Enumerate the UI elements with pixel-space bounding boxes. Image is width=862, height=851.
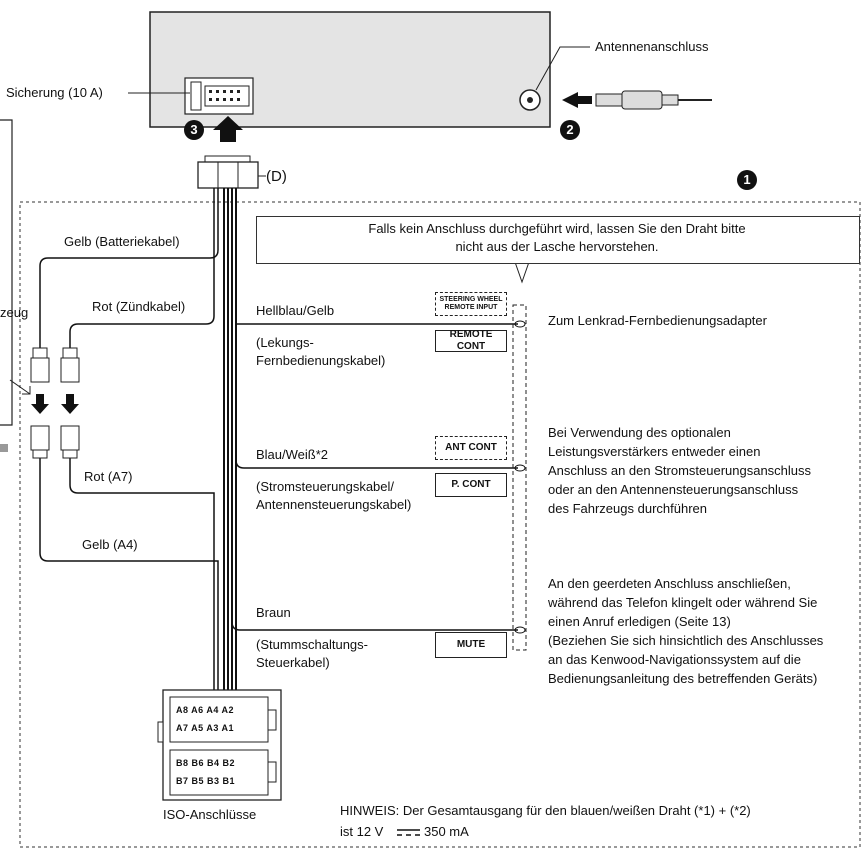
- fuse-label: Sicherung (10 A): [6, 85, 103, 100]
- connector-d: [197, 161, 259, 189]
- mute-cable-label-2: Steuerkabel): [256, 655, 330, 670]
- down-arrow-icon: [61, 394, 79, 414]
- steering-wheel-tag: STEERING WHEEL REMOTE INPUT: [435, 292, 507, 316]
- lightblue-yellow-label: Hellblau/Gelb: [256, 303, 335, 318]
- step-badge-two: 2: [560, 120, 580, 140]
- hint-line-2-post: 350 mA: [424, 824, 469, 839]
- partial-label: zeug: [0, 305, 29, 320]
- mute-desc-2: während das Telefon klingelt oder währen…: [548, 595, 818, 610]
- amp-desc-4: oder an den Antennensteuerungsanschluss: [548, 482, 799, 497]
- amp-desc-2: Leistungsverstärkers entweder einen: [548, 444, 761, 459]
- ant-cont-tag: ANT CONT: [435, 436, 507, 460]
- socket-arrow-icon: [213, 116, 243, 142]
- blue-white-label: Blau/Weiß*2: [256, 447, 329, 462]
- fuse-icon: [190, 81, 202, 111]
- red-ignition-label: Rot (Zündkabel): [92, 299, 186, 314]
- iso-pins-b-row-2: B7 B5 B3 B1: [176, 776, 236, 786]
- remote-cont-tag: REMOTE CONT: [435, 329, 507, 352]
- yellow-battery-label: Gelb (Batteriekabel): [64, 234, 180, 249]
- power-cable-label-2: Antennensteuerungskabel): [256, 497, 412, 512]
- iso-pins-b-row-1: B8 B6 B4 B2: [176, 758, 236, 768]
- wire-tab: [512, 304, 527, 651]
- antenna-label: Antennenanschluss: [595, 39, 709, 54]
- amp-desc-1: Bei Verwendung des optionalen: [548, 425, 731, 440]
- note-line-1: Falls kein Anschluss durchgeführt wird, …: [368, 221, 746, 236]
- mute-desc-1: An den geerdeten Anschluss anschließen,: [548, 576, 791, 591]
- mute-cable-label-1: (Stummschaltungs-: [256, 637, 368, 652]
- down-arrow-icon: [31, 394, 49, 414]
- step-badge-one: 1: [737, 170, 757, 190]
- harness-frame: [19, 201, 861, 848]
- steering-adapter-label: Zum Lenkrad-Fernbedienungsadapter: [548, 313, 767, 328]
- mute-desc-4: (Beziehen Sie sich hinsichtlich des Ansc…: [548, 633, 824, 648]
- iso-label: ISO-Anschlüsse: [163, 807, 257, 822]
- hint-line-2-pre: ist 12 V: [340, 824, 384, 839]
- inline-connector-red: [60, 347, 80, 459]
- p-cont-tag: P. CONT: [435, 473, 507, 497]
- mute-desc-6: Bedienungsanleitung des betreffenden Ger…: [548, 671, 818, 686]
- iso-pins-a-row-2: A7 A5 A3 A1: [176, 723, 235, 733]
- steering-wheel-tag-line-2: REMOTE INPUT: [444, 304, 498, 311]
- amp-desc-5: des Fahrzeugs durchführen: [548, 501, 707, 516]
- mute-tag: MUTE: [435, 632, 507, 658]
- red-a7-label: Rot (A7): [84, 469, 133, 484]
- connector-d-label: (D): [266, 168, 287, 185]
- steering-cable-label-2: Fernbedienungskabel): [256, 353, 386, 368]
- amp-desc-3: Anschluss an den Stromsteuerungsanschlus…: [548, 463, 812, 478]
- inline-connector-yellow: [30, 347, 50, 459]
- antenna-arrow-icon: [562, 92, 592, 108]
- antenna-plug-icon: [595, 93, 623, 107]
- note-line-2: nicht aus der Lasche hervorstehen.: [455, 239, 659, 254]
- note-box: [256, 216, 860, 264]
- yellow-a4-label: Gelb (A4): [82, 537, 138, 552]
- hint-line-1: HINWEIS: Der Gesamtausgang für den blaue…: [340, 803, 751, 818]
- step-badge-three: 3: [184, 120, 204, 140]
- steering-cable-label-1: (Lekungs-: [256, 335, 314, 350]
- mute-desc-3: einen Anruf erledigen (Seite 13): [548, 614, 731, 629]
- mute-desc-5: an das Kenwood-Navigationssystem auf die: [548, 652, 801, 667]
- iso-pins-a-row-1: A8 A6 A4 A2: [176, 705, 235, 715]
- steering-wheel-tag-line-1: STEERING WHEEL: [439, 296, 503, 303]
- brown-label: Braun: [256, 605, 291, 620]
- power-cable-label-1: (Stromsteuerungskabel/: [256, 479, 395, 494]
